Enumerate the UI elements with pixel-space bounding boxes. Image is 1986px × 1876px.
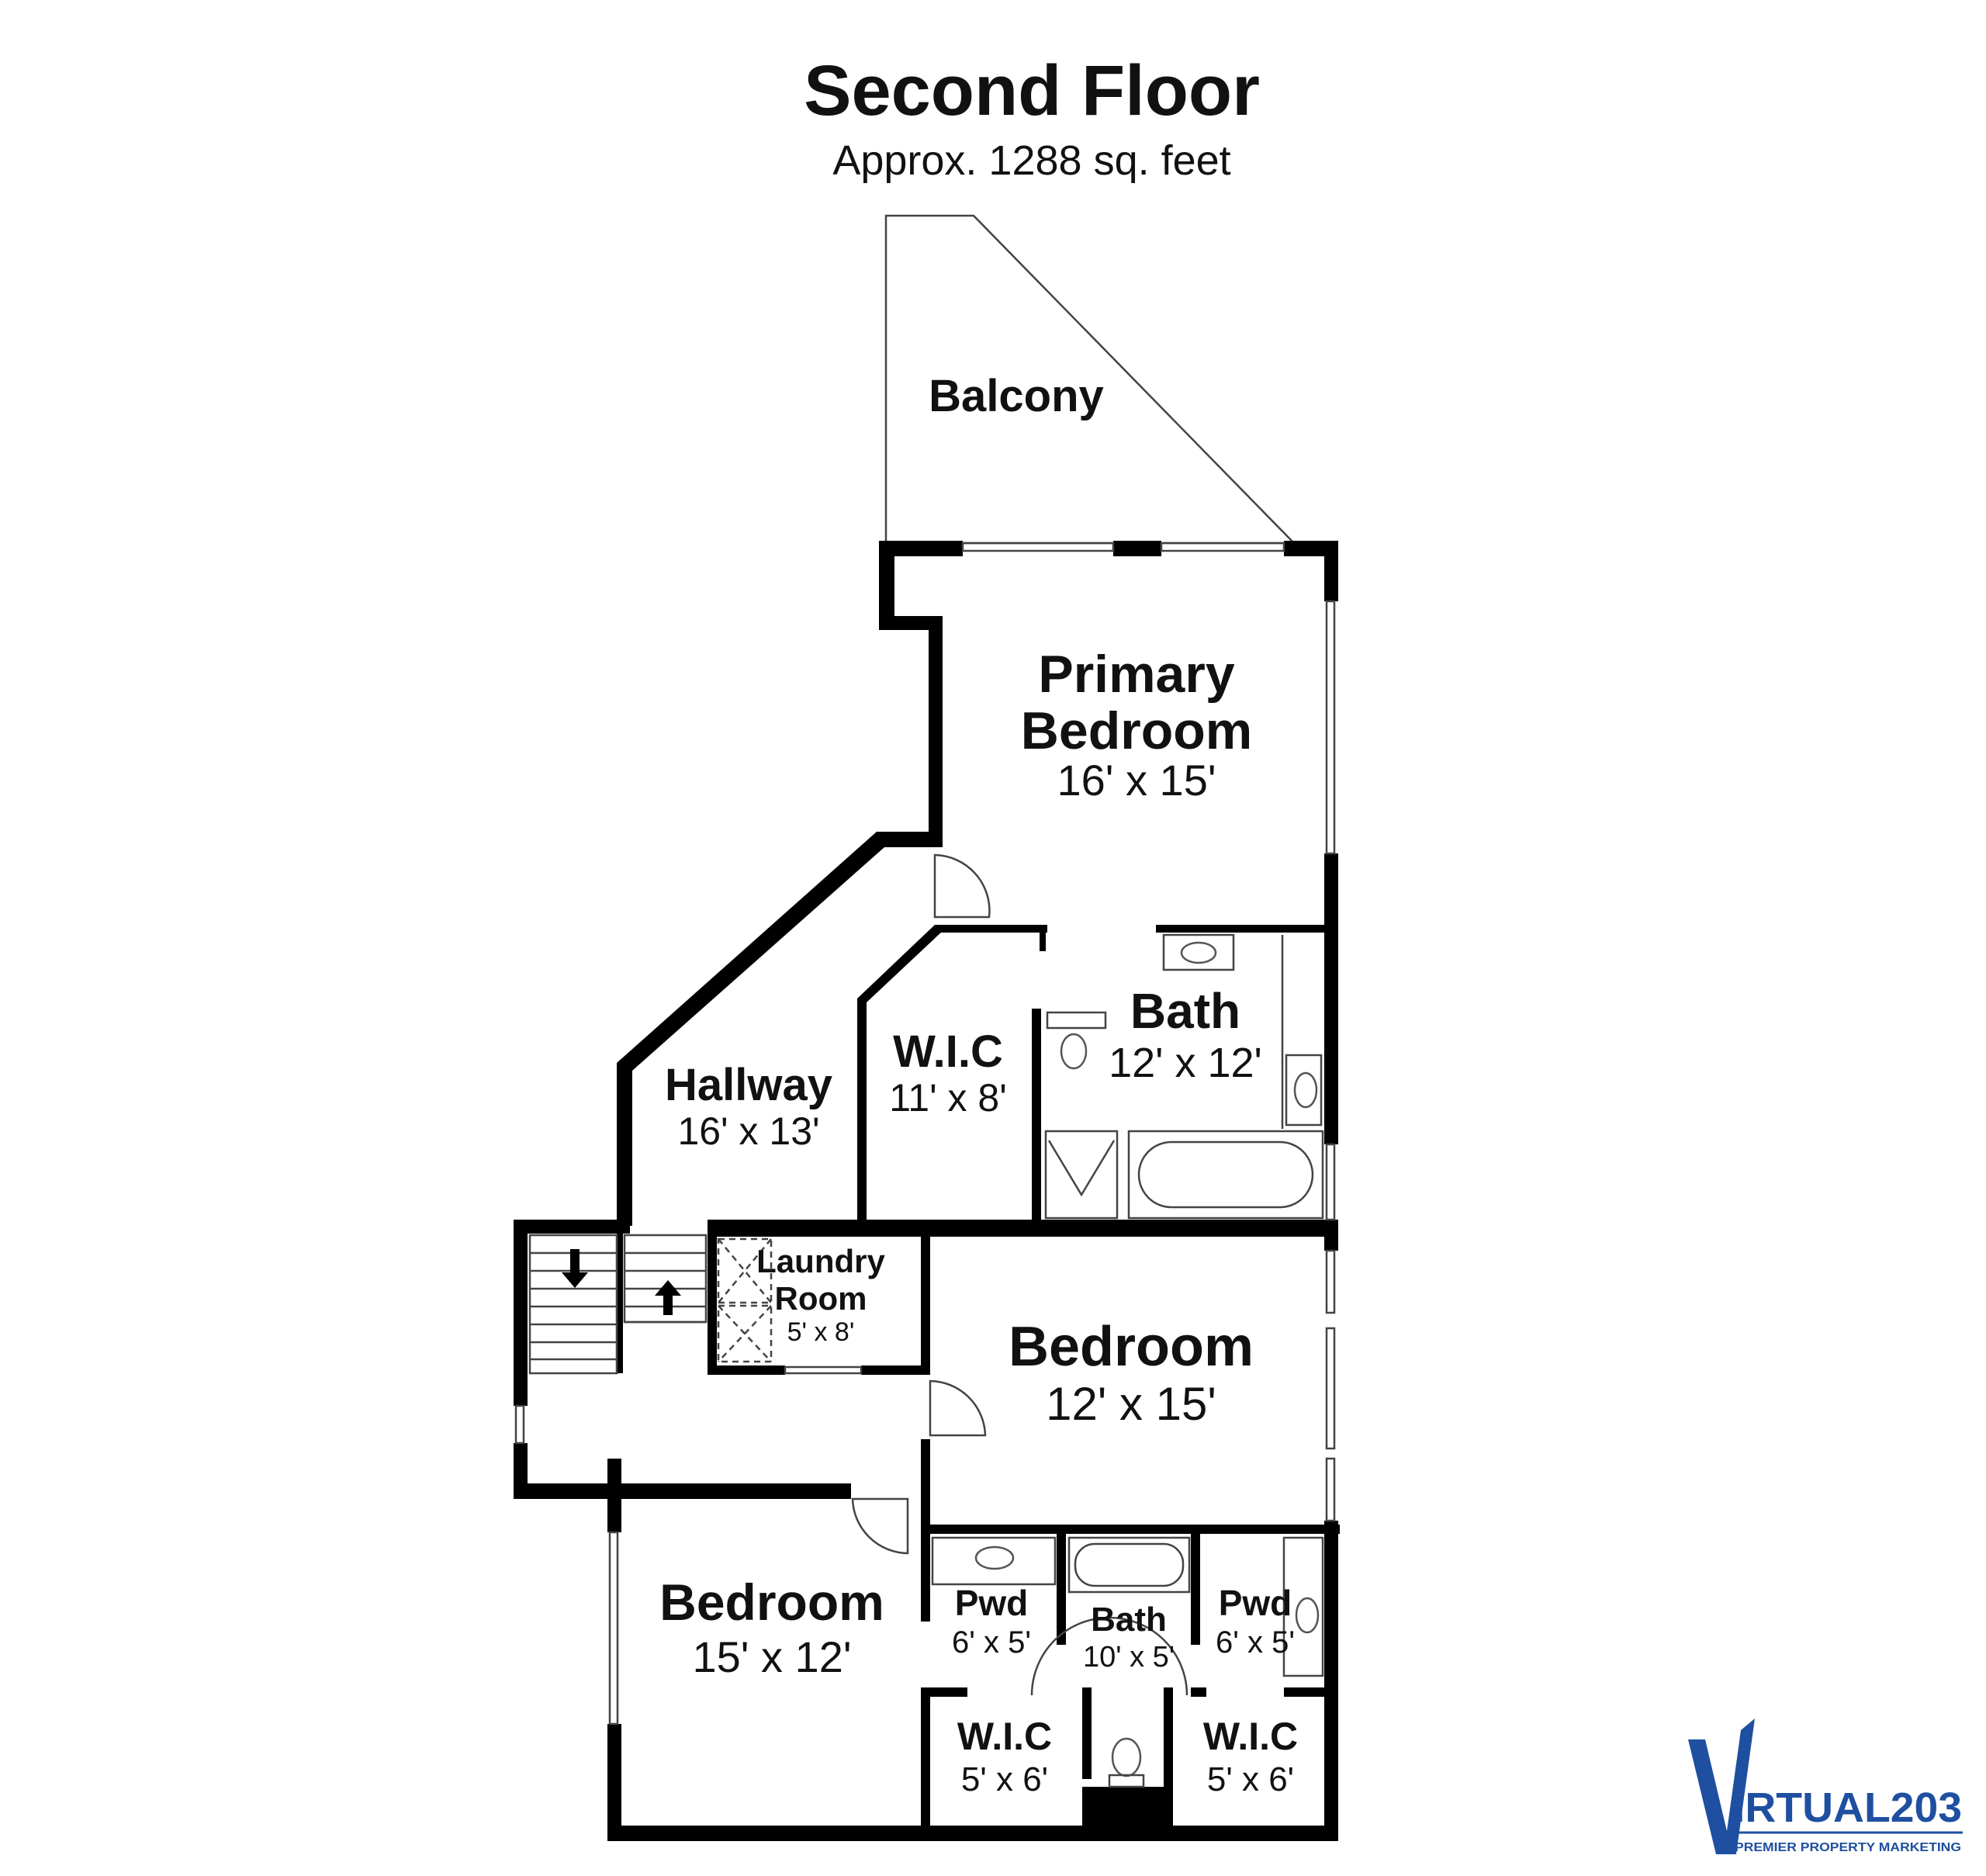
stairs (528, 1234, 708, 1375)
logo-v-mark-icon (1688, 1719, 1755, 1854)
room-labels: Balcony Primary Bedroom 16' x 15' Hallwa… (659, 371, 1298, 1798)
room-pwd-right-name: Pwd (1219, 1583, 1292, 1623)
toilet-icon (1060, 1033, 1088, 1070)
room-wic-main-size: 11' x 8' (889, 1076, 1007, 1120)
room-pwd-left-size: 6' x 5' (952, 1625, 1031, 1660)
brand-logo: IRTUAL203 PREMIER PROPERTY MARKETING (1688, 1719, 1963, 1854)
room-pwd-right-size: 6' x 5' (1216, 1625, 1295, 1660)
room-wic-right-name: W.I.C (1203, 1715, 1298, 1758)
stair-up-arrow-icon (655, 1280, 681, 1315)
room-wic-left-size: 5' x 6' (961, 1760, 1048, 1798)
sink-icon (1180, 941, 1217, 964)
room-bath-small-size: 10' x 5' (1083, 1641, 1175, 1674)
room-laundry-size: 5' x 8' (787, 1317, 855, 1347)
logo-brand-text: IRTUAL203 (1733, 1784, 1962, 1831)
room-bedroom-right-name: Bedroom (1009, 1316, 1254, 1378)
room-bath-main-size: 12' x 12' (1109, 1040, 1262, 1086)
lower-bath-fixtures (931, 1536, 1324, 1788)
room-hallway-size: 16' x 13' (677, 1109, 819, 1153)
room-laundry-name-line2: Room (775, 1280, 867, 1317)
page-title: Second Floor (804, 51, 1260, 130)
logo-tagline: PREMIER PROPERTY MARKETING (1735, 1841, 1961, 1854)
room-bedroom-left-size: 15' x 12' (692, 1632, 851, 1681)
room-wic-right-size: 5' x 6' (1207, 1760, 1294, 1798)
room-bath-main-name: Bath (1130, 983, 1240, 1039)
room-bedroom-right-size: 12' x 15' (1046, 1378, 1216, 1430)
room-bath-small-name: Bath (1091, 1601, 1167, 1639)
room-balcony-name: Balcony (929, 371, 1104, 421)
room-primary-bedroom-size: 16' x 15' (1057, 756, 1216, 805)
sink-icon (1295, 1597, 1320, 1634)
room-laundry-name-line1: Laundry (756, 1243, 885, 1279)
room-primary-bedroom-name-line2: Bedroom (1021, 701, 1252, 760)
room-pwd-left-name: Pwd (955, 1583, 1029, 1623)
sink-icon (1293, 1071, 1318, 1109)
room-primary-bedroom-name-line1: Primary (1038, 645, 1234, 704)
room-hallway-name: Hallway (665, 1060, 832, 1110)
stair-down-arrow-icon (562, 1249, 588, 1288)
page-subtitle: Approx. 1288 sq. feet (832, 137, 1230, 184)
door-swings (851, 853, 1188, 1696)
laundry-appliances (717, 1237, 773, 1363)
sink-icon (974, 1545, 1015, 1570)
walls (514, 541, 1340, 1841)
toilet-icon (1111, 1737, 1142, 1777)
room-wic-left-name: W.I.C (957, 1715, 1052, 1758)
windows (514, 542, 1336, 1725)
main-bath-fixtures (1044, 933, 1324, 1220)
room-wic-main-name: W.I.C (893, 1026, 1003, 1077)
room-bedroom-left-name: Bedroom (659, 1573, 884, 1631)
